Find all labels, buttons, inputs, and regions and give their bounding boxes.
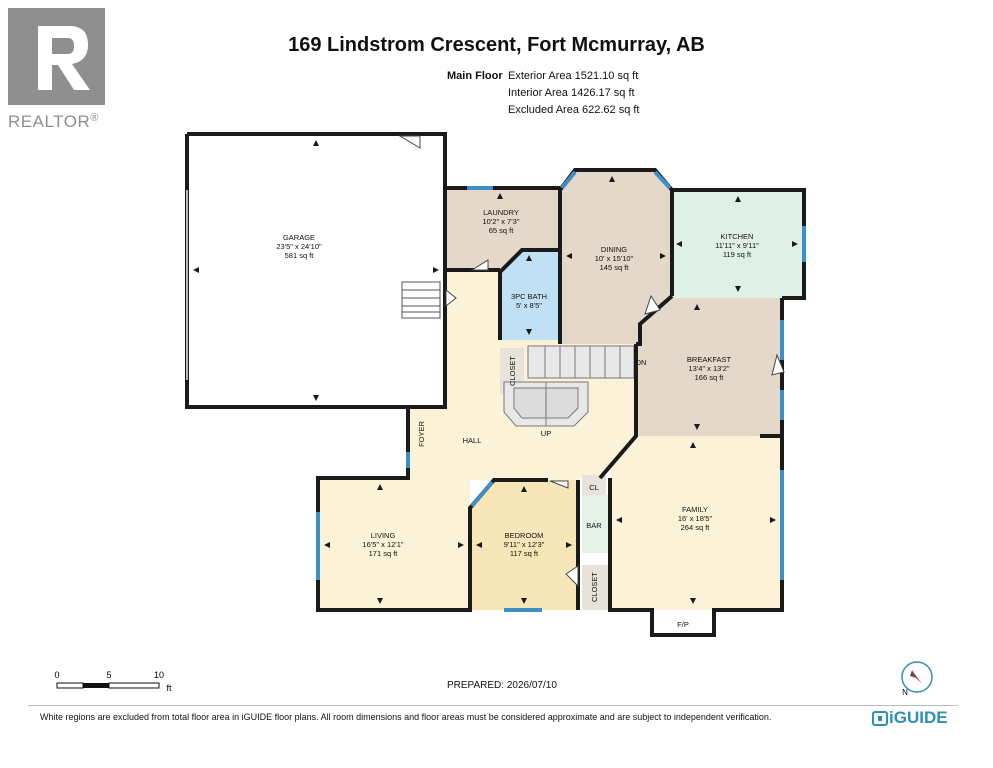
- bedroom-area: 117 sq ft: [510, 549, 539, 558]
- footer-disclaimer: White regions are excluded from total fl…: [40, 712, 772, 722]
- page-title: 169 Lindstrom Crescent, Fort Mcmurray, A…: [288, 34, 705, 56]
- compass-north-label: N: [902, 688, 908, 697]
- bedroom-name: BEDROOM: [505, 531, 544, 540]
- living-fill: [318, 478, 470, 610]
- closet-fill-b: [582, 565, 608, 610]
- breakfast-area: 166 sq ft: [695, 373, 725, 382]
- doors: [398, 135, 785, 588]
- fp-fill: [652, 610, 714, 635]
- logo-registered: ®: [90, 112, 99, 124]
- garage-name: GARAGE: [283, 233, 315, 242]
- footer-divider: [28, 705, 958, 706]
- compass-icon: N: [901, 661, 933, 697]
- laundry-dims: 10'2" x 7'3": [483, 217, 520, 226]
- exterior-area: Exterior Area 1521.10 sq ft: [508, 70, 639, 82]
- family-name: FAMILY: [682, 505, 708, 514]
- dining-dims: 10' x 15'10": [595, 254, 634, 263]
- family-area: 264 sq ft: [681, 523, 711, 532]
- family-dims: 16' x 18'5": [678, 514, 713, 523]
- kitchen-fill: [672, 190, 804, 298]
- bath-name: 3PC BATH: [511, 292, 547, 301]
- realtor-r-icon: [8, 8, 105, 105]
- garage-dims: 23'5" x 24'10": [276, 242, 322, 251]
- garage-steps: [401, 281, 441, 319]
- kitchen-area: 119 sq ft: [723, 250, 752, 259]
- windows: [186, 170, 806, 612]
- bar-fill: [582, 495, 608, 553]
- iguide-logo-icon: [872, 711, 888, 726]
- breakfast-name: BREAKFAST: [687, 355, 732, 364]
- family-fill: [610, 436, 782, 610]
- closet-label-a: CLOSET: [508, 356, 517, 386]
- scale-bar: 0 5 10 ft: [54, 670, 172, 693]
- kitchen-dims: 11'11" x 9'11": [715, 241, 759, 250]
- fp-label: F/P: [677, 620, 689, 629]
- living-name: LIVING: [371, 531, 396, 540]
- laundry-name: LAUNDRY: [483, 208, 519, 217]
- living-dims: 16'5" x 12'1": [362, 540, 403, 549]
- scale-label-0: 0: [54, 670, 59, 680]
- bedroom-dims: 9'11" x 12'3": [504, 540, 545, 549]
- iguide-brand: iGUIDE: [889, 708, 948, 727]
- dining-name: DINING: [601, 245, 627, 254]
- floor-name: Main Floor: [447, 70, 503, 82]
- realtor-logo-mark: [8, 8, 105, 105]
- interior-area: Interior Area 1426.17 sq ft: [508, 87, 635, 99]
- cl-label: CL: [589, 483, 599, 492]
- scale-label-10: 10: [154, 670, 164, 680]
- scale-unit: ft: [166, 683, 172, 693]
- breakfast-fill: [636, 298, 782, 436]
- stairs-up: [503, 381, 589, 427]
- stairs-down: [527, 345, 635, 379]
- garage-area: 581 sq ft: [285, 251, 315, 260]
- laundry-area: 65 sq ft: [489, 226, 515, 235]
- dn-label: DN: [636, 358, 647, 367]
- prepared-date: PREPARED: 2026/07/10: [447, 680, 557, 691]
- excluded-area: Excluded Area 622.62 sq ft: [508, 104, 640, 116]
- kitchen-name: KITCHEN: [721, 232, 754, 241]
- cl-fill: [582, 475, 606, 495]
- foyer-label: FOYER: [417, 421, 426, 447]
- bath-fill: [500, 250, 558, 340]
- scale-label-5: 5: [106, 670, 111, 680]
- bedroom-fill: [470, 480, 578, 610]
- realtor-logo-text: REALTOR®: [8, 112, 99, 132]
- living-area: 171 sq ft: [369, 549, 399, 558]
- dimension-ticks: [193, 140, 798, 604]
- bath-dims: 5' x 8'5": [516, 301, 542, 310]
- closet-label-b: CLOSET: [590, 572, 599, 602]
- hall-name: HALL: [463, 436, 482, 445]
- garage-fill: [187, 134, 445, 407]
- up-label: UP: [541, 429, 551, 438]
- bar-label: BAR: [586, 521, 602, 530]
- breakfast-dims: 13'4" x 13'2": [688, 364, 729, 373]
- logo-word: REALTOR: [8, 112, 91, 131]
- dining-area: 145 sq ft: [600, 263, 630, 272]
